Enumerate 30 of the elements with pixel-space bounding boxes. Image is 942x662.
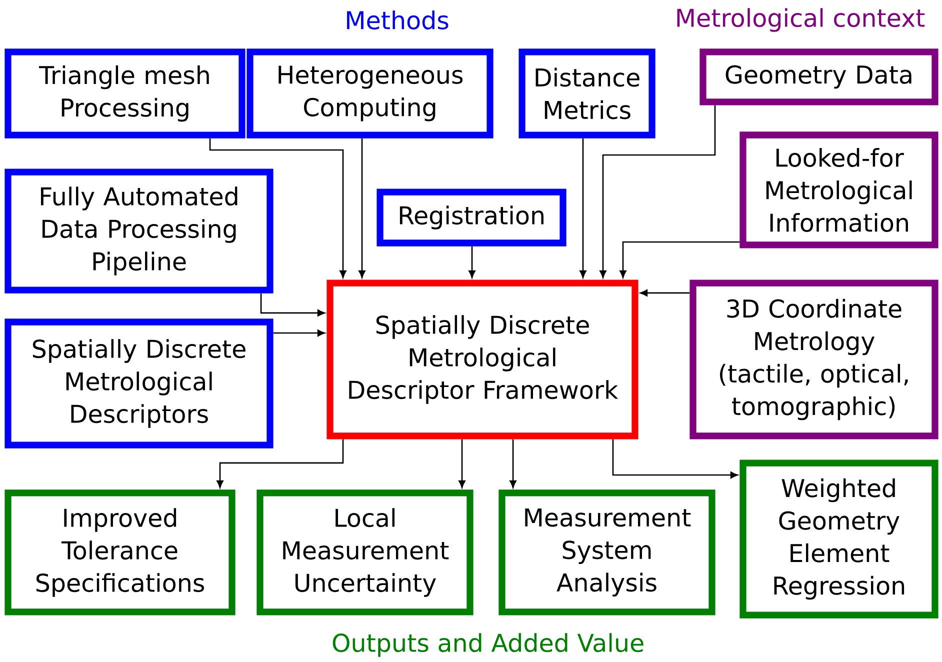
process-box: Distance Metrics <box>518 48 656 138</box>
process-box: Weighted Geometry Element Regression <box>740 460 938 618</box>
process-box: Spatially Discrete Metrological Descriptor Framework <box>326 280 638 440</box>
arrow <box>640 290 690 296</box>
process-box: Looked-for Metrological Information <box>740 132 938 248</box>
arrow <box>620 241 740 278</box>
process-box: Registration <box>376 188 566 246</box>
arrow <box>216 439 344 488</box>
group-heading: Methods <box>347 10 448 30</box>
arrow <box>358 138 366 278</box>
process-box: Geometry Data <box>700 48 938 106</box>
process-box: Measurement System Analysis <box>498 490 716 616</box>
arrow <box>510 439 516 488</box>
process-box: Improved Tolerance Specifications <box>4 490 236 616</box>
process-box: Local Measurement Uncertainty <box>256 490 474 616</box>
arrow <box>612 439 738 478</box>
arrow <box>458 439 466 488</box>
arrow <box>273 330 325 336</box>
group-heading: Metrological context <box>677 8 925 32</box>
arrow <box>600 105 716 278</box>
arrow <box>209 138 346 278</box>
process-box: Triangle mesh Processing <box>4 48 246 138</box>
arrow <box>468 246 476 278</box>
process-box: Fully Automated Data Processing Pipeline <box>4 168 274 294</box>
process-box: Heterogeneous Computing <box>246 48 494 138</box>
arrow <box>580 138 586 278</box>
process-box: Spatially Discrete Metrological Descriptors <box>4 318 274 448</box>
process-box: 3D Coordinate Metrology (tactile, optical, tomographic) <box>690 280 938 440</box>
arrow <box>260 293 325 316</box>
group-heading: Outputs and Added Value <box>332 633 644 657</box>
